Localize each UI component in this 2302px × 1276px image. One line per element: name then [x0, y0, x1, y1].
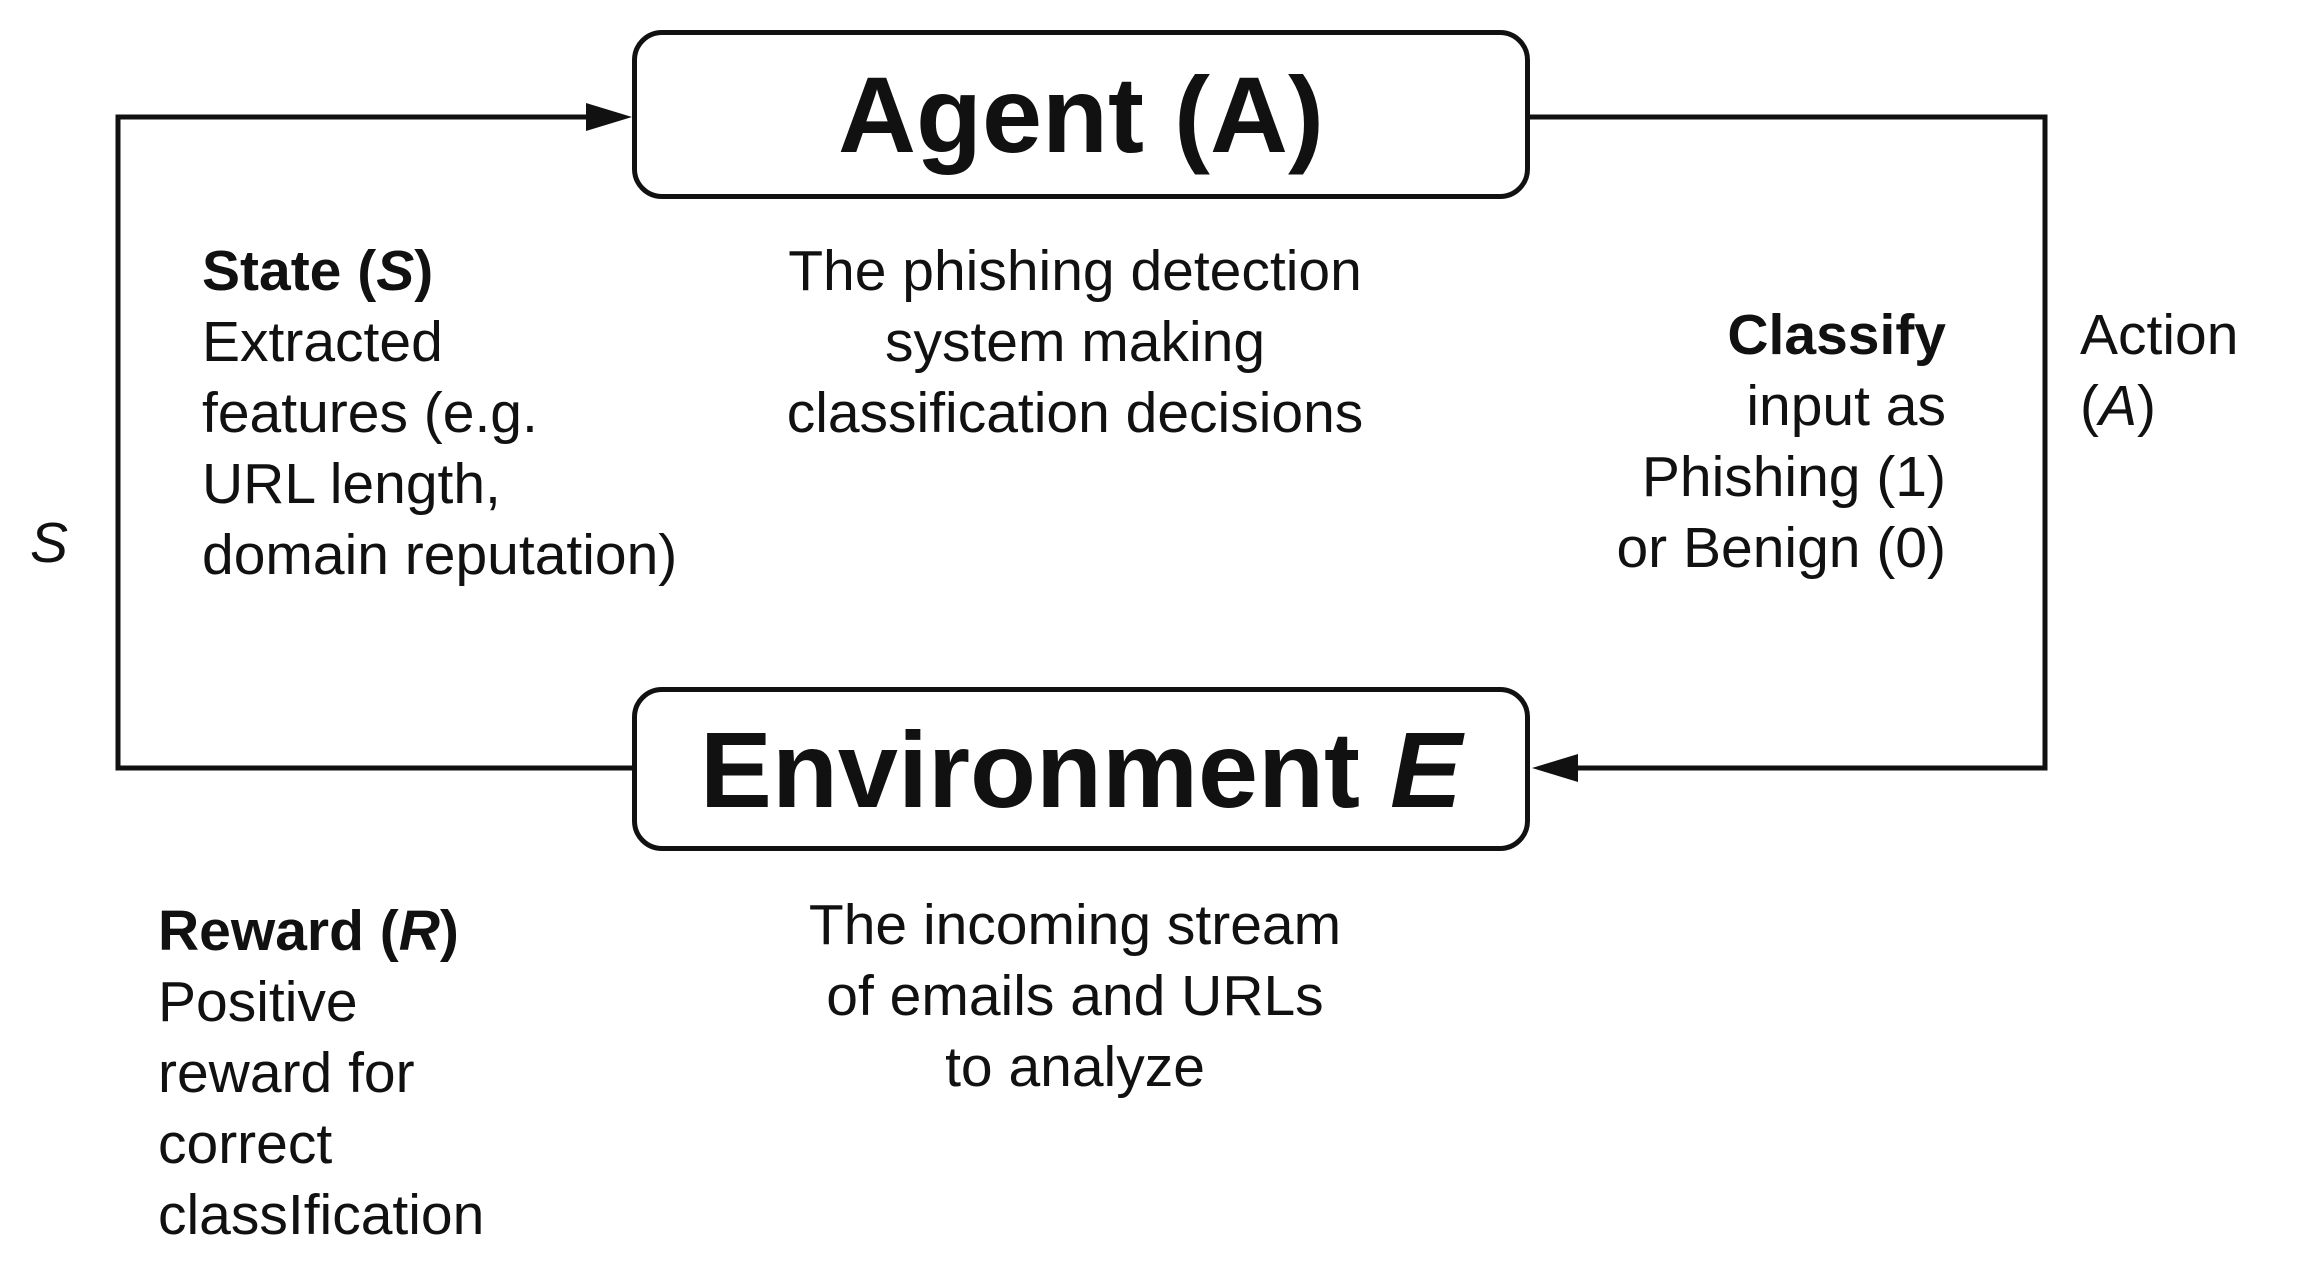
agent-description-line: The phishing detection: [788, 239, 1362, 303]
action-description: Classify input as Phishing (1) or Benign…: [1500, 300, 1946, 584]
action-label-text: Action: [2080, 303, 2239, 367]
environment-description-line: of emails and URLs: [826, 964, 1324, 1028]
state-line: Extracted: [202, 310, 443, 374]
agent-name: Agent: [838, 54, 1144, 175]
environment-name: Environment: [699, 708, 1360, 830]
state-line: URL length,: [202, 452, 501, 516]
classify-heading: Classify: [1727, 303, 1946, 367]
agent-description: The phishing detection system making cla…: [690, 236, 1460, 449]
agent-symbol: (A): [1174, 54, 1324, 175]
environment-title: Environment E: [700, 707, 1462, 832]
action-line: [1530, 114, 2048, 771]
arrowhead-to-environment: [1532, 754, 1578, 782]
state-line: features (e.g.: [202, 381, 538, 445]
reward-line: classIfication: [158, 1183, 485, 1247]
agent-description-line: system making: [884, 310, 1266, 374]
action-label: Action (A): [2080, 300, 2238, 442]
environment-box: Environment E: [632, 687, 1530, 851]
agent-box: Agent (A): [632, 30, 1530, 199]
reward-description: Reward (R) Positive reward for correct c…: [158, 896, 484, 1251]
state-loop-label: S: [30, 511, 69, 575]
environment-description-line: to analyze: [945, 1035, 1205, 1099]
reward-line: correct: [158, 1112, 333, 1176]
reward-line: reward for: [158, 1041, 415, 1105]
agent-title: Agent (A): [838, 52, 1324, 177]
reward-heading: Reward (R): [158, 899, 459, 963]
state-line: domain reputation): [202, 523, 678, 587]
state-feedback-line: [115, 114, 632, 771]
environment-description: The incoming stream of emails and URLs t…: [690, 890, 1460, 1103]
reward-line: Positive: [158, 970, 358, 1034]
action-label-symbol: (A): [2080, 374, 2156, 438]
environment-symbol: E: [1390, 708, 1463, 830]
classify-line: or Benign (0): [1616, 516, 1946, 580]
state-description: State (S) Extracted features (e.g. URL l…: [202, 236, 677, 591]
classify-line: Phishing (1): [1641, 445, 1946, 509]
environment-description-line: The incoming stream: [808, 893, 1342, 957]
agent-description-line: classification decisions: [786, 381, 1364, 445]
arrowhead-to-agent: [586, 103, 632, 131]
classify-line: input as: [1746, 374, 1946, 438]
state-heading: State (S): [202, 239, 434, 303]
